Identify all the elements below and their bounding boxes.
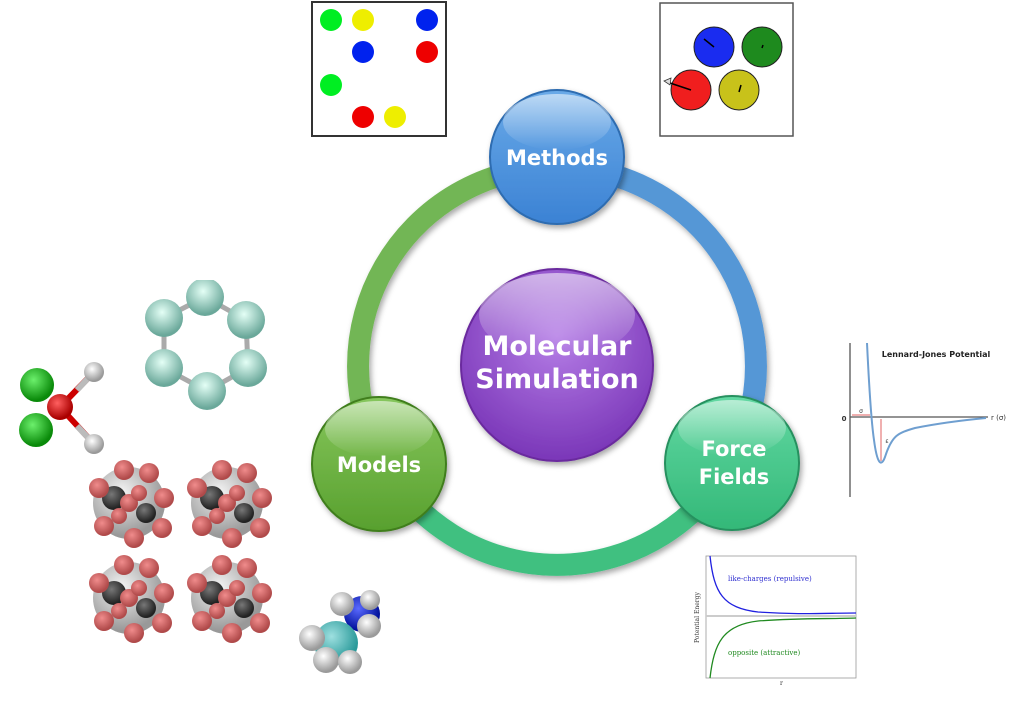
lj-zero-label: 0 [842,415,847,423]
particle [320,9,342,31]
node-force-fields[interactable]: Force Fields [664,395,800,531]
particle [416,41,438,63]
node-force-fields-label-line2: Fields [699,465,770,489]
lennard-jones-plot: 0 r (σ) Lennard-Jones Potential σ ε [842,342,1006,497]
lj-title: Lennard-Jones Potential [882,350,991,359]
lj-sigma-label: σ [859,408,863,415]
center-label-line1: Molecular [482,331,632,362]
ch2cl2-molecule [19,362,104,454]
particle [416,9,438,31]
particle-velocity-illustration [659,2,794,137]
framework-crystal [89,460,272,643]
center-node[interactable]: Molecular Simulation [460,268,654,462]
coulomb-potential-plot: like-charges (repulsive) opposite (attra… [694,555,857,687]
particle [352,9,374,31]
node-methods[interactable]: Methods [489,89,625,225]
particle [384,106,406,128]
particle [352,41,374,63]
coulomb-y-axis-label: Potential Energy [694,592,701,643]
particle [352,106,374,128]
particle [320,74,342,96]
benzene-ring-molecule [145,280,267,410]
attractive-curve [709,617,857,679]
attractive-label: opposite (attractive) [728,649,801,657]
node-models[interactable]: Models [311,396,447,532]
lj-epsilon-label: ε [885,438,888,445]
node-force-fields-label-line1: Force [702,437,767,461]
repulsive-label: like-charges (repulsive) [728,575,812,583]
repulsive-curve [709,555,857,615]
particle-grid-illustration [311,1,447,137]
lj-curve [866,342,987,464]
node-methods-label: Methods [506,146,608,170]
node-models-label: Models [337,453,421,477]
lj-x-axis-label: r (σ) [991,414,1006,422]
coulomb-x-axis-label: r [780,680,783,687]
center-label-line2: Simulation [475,364,638,395]
methylamine-molecule [299,590,381,674]
